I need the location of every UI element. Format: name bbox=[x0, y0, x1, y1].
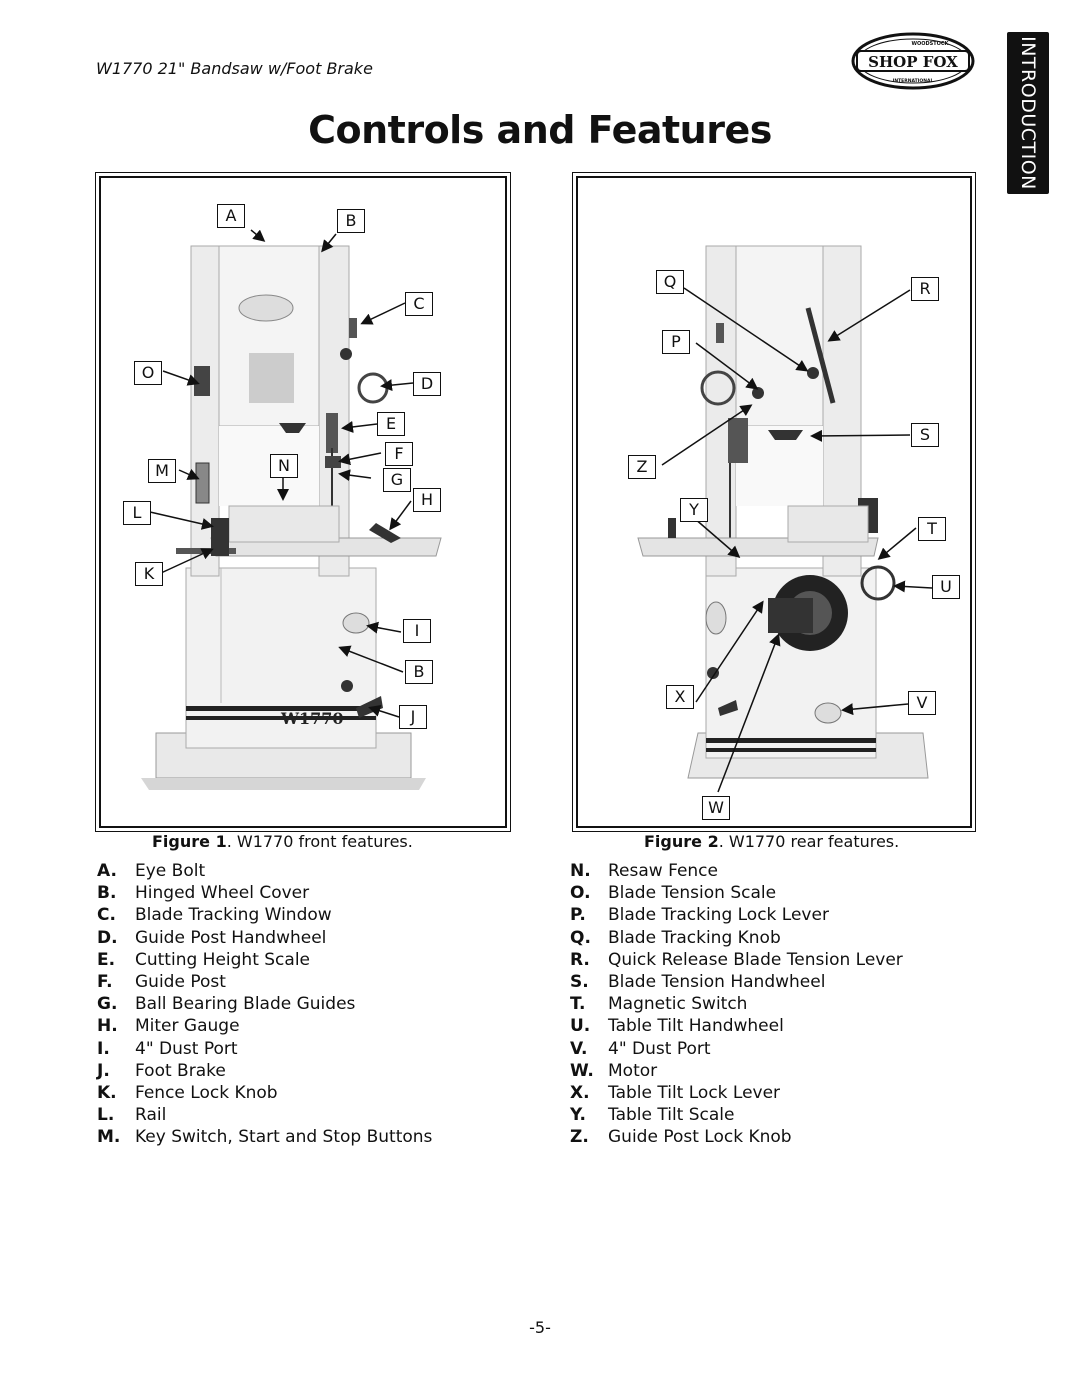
callout-i: I bbox=[403, 619, 431, 643]
logo-brand-text: SHOP FOX bbox=[868, 53, 958, 71]
manual-model-title: W1770 21" Bandsaw w/Foot Brake bbox=[96, 59, 373, 78]
callout-b-bottom: B bbox=[405, 660, 433, 684]
callout-g: G bbox=[383, 468, 411, 492]
bandsaw-rear-illustration bbox=[637, 245, 933, 793]
list-item: R.Quick Release Blade Tension Lever bbox=[570, 949, 903, 970]
callout-d: D bbox=[413, 372, 441, 396]
callout-t: T bbox=[918, 517, 946, 541]
callout-l: L bbox=[123, 501, 151, 525]
list-item: L.Rail bbox=[97, 1105, 167, 1126]
list-item: G.Ball Bearing Blade Guides bbox=[97, 994, 356, 1015]
callout-b-top: B bbox=[337, 209, 365, 233]
list-item: A.Eye Bolt bbox=[97, 861, 206, 881]
list-item: Z.Guide Post Lock Knob bbox=[570, 1127, 792, 1148]
figure1-caption-label: Figure 1 bbox=[152, 832, 227, 851]
list-item: T.Magnetic Switch bbox=[570, 994, 748, 1015]
callout-x: X bbox=[666, 685, 694, 709]
logo-bottom-text: INTERNATIONAL bbox=[893, 78, 934, 84]
callout-f: F bbox=[385, 442, 413, 466]
list-item: S.Blade Tension Handwheel bbox=[570, 971, 826, 992]
list-item: H.Miter Gauge bbox=[97, 1016, 240, 1037]
list-item: C.Blade Tracking Window bbox=[97, 905, 332, 926]
list-item: K.Fence Lock Knob bbox=[97, 1082, 278, 1103]
callout-u: U bbox=[932, 575, 960, 599]
page-number: -5- bbox=[529, 1318, 551, 1337]
callout-j: J bbox=[399, 705, 427, 729]
callout-n: N bbox=[270, 454, 298, 478]
callout-a: A bbox=[217, 204, 245, 228]
callout-c: C bbox=[405, 292, 433, 316]
page-title: Controls and Features bbox=[308, 108, 772, 152]
callout-r: R bbox=[911, 277, 939, 301]
list-item: X.Table Tilt Lock Lever bbox=[570, 1082, 781, 1103]
callout-z: Z bbox=[628, 455, 656, 479]
callout-y: Y bbox=[680, 498, 708, 522]
features-list-right: N.Resaw Fence O.Blade Tension Scale P.Bl… bbox=[570, 860, 903, 1148]
callout-v: V bbox=[908, 691, 936, 715]
section-tab: INTRODUCTION bbox=[1007, 32, 1049, 194]
callout-h: H bbox=[413, 488, 441, 512]
list-item: M.Key Switch, Start and Stop Buttons bbox=[97, 1127, 433, 1148]
list-item: O.Blade Tension Scale bbox=[570, 883, 777, 904]
callout-s: S bbox=[911, 423, 939, 447]
logo-top-text: WOODSTOCK bbox=[912, 41, 950, 47]
figure-front-view: W1770 bbox=[95, 172, 511, 832]
list-item: B.Hinged Wheel Cover bbox=[97, 883, 310, 904]
list-item: V.4" Dust Port bbox=[570, 1038, 711, 1059]
list-item: Q.Blade Tracking Knob bbox=[570, 927, 781, 948]
figure2-caption-label: Figure 2 bbox=[644, 832, 719, 851]
figure1-caption: Figure 1. W1770 front features. bbox=[152, 832, 413, 851]
list-item: N.Resaw Fence bbox=[570, 861, 718, 881]
shop-fox-logo: SHOP FOX WOODSTOCK INTERNATIONAL bbox=[851, 32, 975, 90]
figure2-caption: Figure 2. W1770 rear features. bbox=[644, 832, 899, 851]
figure1-caption-text: . W1770 front features. bbox=[226, 832, 413, 851]
list-item: E.Cutting Height Scale bbox=[97, 949, 311, 970]
callout-e: E bbox=[377, 412, 405, 436]
list-item: W.Motor bbox=[570, 1060, 658, 1081]
list-item: D.Guide Post Handwheel bbox=[97, 927, 327, 948]
callout-p: P bbox=[662, 330, 690, 354]
callout-q: Q bbox=[656, 270, 684, 294]
bandsaw-front-illustration: W1770 bbox=[141, 229, 442, 790]
callout-o: O bbox=[134, 361, 162, 385]
list-item: U.Table Tilt Handwheel bbox=[570, 1016, 784, 1037]
callout-k: K bbox=[135, 562, 163, 586]
list-item: P.Blade Tracking Lock Lever bbox=[570, 905, 829, 926]
features-list-left: A.Eye Bolt B.Hinged Wheel Cover C.Blade … bbox=[97, 860, 432, 1148]
callout-w: W bbox=[702, 796, 730, 820]
machine-badge: W1770 bbox=[280, 709, 344, 728]
list-item: I.4" Dust Port bbox=[97, 1038, 238, 1059]
figure-rear-view: Q R P S Z Y T U X V W bbox=[572, 172, 976, 832]
list-item: Y.Table Tilt Scale bbox=[570, 1105, 735, 1126]
figure2-caption-text: . W1770 rear features. bbox=[718, 832, 900, 851]
callout-m: M bbox=[148, 459, 176, 483]
list-item: J.Foot Brake bbox=[97, 1060, 226, 1081]
list-item: F.Guide Post bbox=[97, 971, 226, 992]
